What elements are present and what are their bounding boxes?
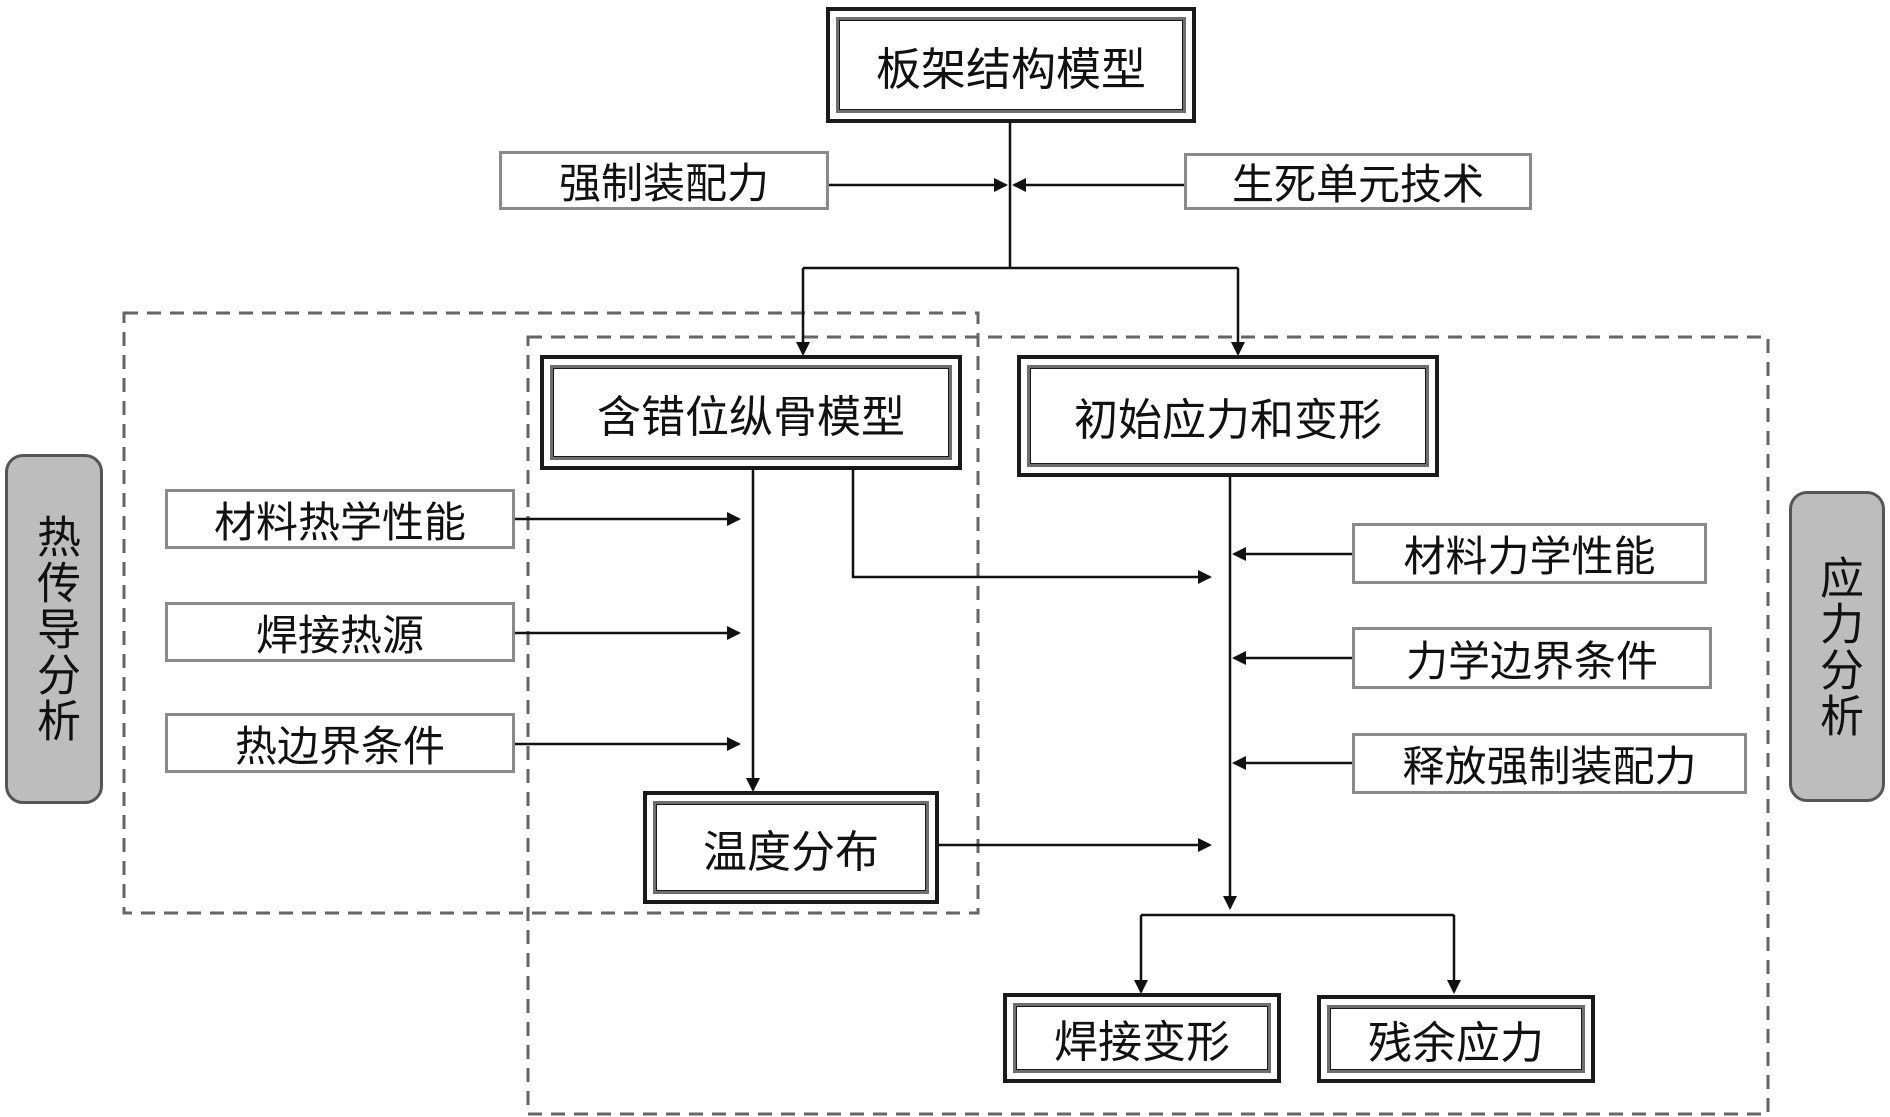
- node-initial-stress-label: 初始应力和变形: [1074, 395, 1382, 446]
- node-dislocated-model: 含错位纵骨模型: [540, 355, 962, 470]
- node-weld-deformation-label: 焊接变形: [1054, 1017, 1230, 1068]
- node-weld-deformation: 焊接变形: [1003, 993, 1281, 1083]
- node-forced-assembly: 强制装配力: [499, 151, 829, 210]
- arrow-model-to-stress-path: [851, 469, 1212, 584]
- node-release-forced-label: 释放强制装配力: [1402, 742, 1697, 791]
- stress-group-border: [526, 335, 1770, 1116]
- node-dislocated-model-label: 含错位纵骨模型: [597, 391, 905, 443]
- node-thermal-boundary-label: 热边界条件: [234, 721, 445, 771]
- node-birth-death-label: 生死单元技术: [1231, 160, 1484, 209]
- node-birth-death: 生死单元技术: [1184, 153, 1532, 210]
- node-mechanical-boundary: 力学边界条件: [1352, 627, 1712, 689]
- node-weld-heat-source-label: 焊接热源: [255, 610, 424, 660]
- node-material-thermal-label: 材料热学性能: [213, 497, 466, 547]
- node-mechanical-boundary-label: 力学边界条件: [1405, 636, 1658, 686]
- node-main-model-label: 板架结构模型: [875, 42, 1146, 96]
- node-material-mechanical: 材料力学性能: [1352, 523, 1707, 584]
- node-forced-assembly-label: 强制装配力: [558, 159, 769, 208]
- node-release-forced: 释放强制装配力: [1352, 733, 1747, 794]
- node-material-thermal: 材料热学性能: [165, 489, 515, 549]
- group-label-heat-conduction: 热传导分析: [5, 454, 103, 804]
- group-label-stress-analysis: 应力分析: [1789, 491, 1885, 802]
- node-residual-stress-label: 残余应力: [1368, 1018, 1544, 1069]
- node-initial-stress: 初始应力和变形: [1017, 355, 1439, 477]
- node-material-mechanical-label: 材料力学性能: [1403, 532, 1656, 581]
- node-thermal-boundary: 热边界条件: [165, 713, 515, 773]
- node-main-model: 板架结构模型: [826, 7, 1196, 123]
- group-label-stress-analysis-text: 应力分析: [1812, 554, 1863, 739]
- heat-group-border: [122, 311, 980, 915]
- node-residual-stress: 残余应力: [1317, 995, 1595, 1083]
- node-weld-heat-source: 焊接热源: [165, 602, 515, 662]
- node-temperature-distribution: 温度分布: [643, 791, 939, 904]
- group-label-heat-conduction-text: 热传导分析: [29, 514, 80, 744]
- node-temperature-distribution-label: 温度分布: [703, 826, 879, 878]
